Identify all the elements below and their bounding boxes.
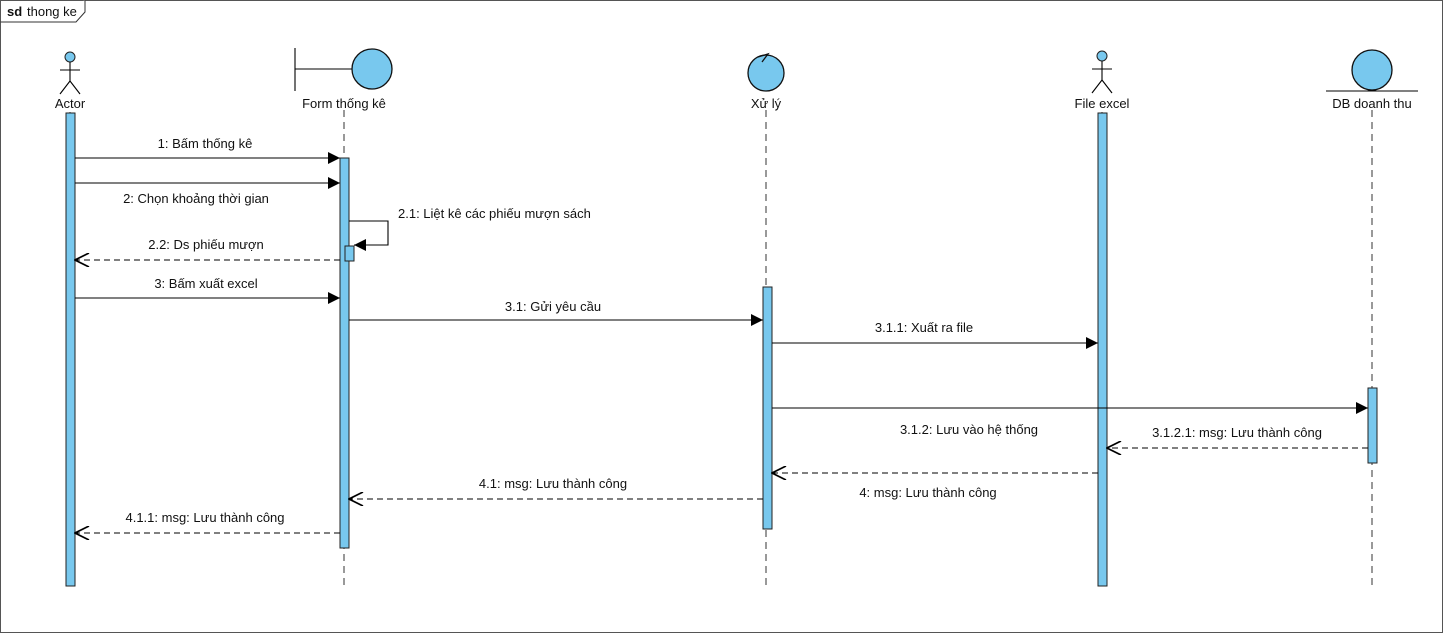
activation-xuly <box>762 286 773 530</box>
message-label-m21: 2.1: Liệt kê các phiếu mượn sách <box>398 206 591 221</box>
participant-label-xuly: Xử lý <box>751 96 782 111</box>
boundary-icon[interactable] <box>294 48 393 91</box>
message-label-m312: 3.1.2: Lưu vào hệ thống <box>900 422 1038 437</box>
participant-label-actor: Actor <box>55 96 86 111</box>
frame-tab <box>0 0 86 23</box>
actor-icon[interactable] <box>1091 50 1113 94</box>
message-label-m31: 3.1: Gửi yêu cầu <box>505 299 601 314</box>
message-label-m3121: 3.1.2.1: msg: Lưu thành công <box>1152 425 1322 440</box>
frame-keyword: sd <box>7 4 22 19</box>
message-label-m311: 3.1.1: Xuất ra file <box>875 320 973 335</box>
message-arrow-m21[interactable] <box>349 220 389 251</box>
activation-actor <box>65 112 76 587</box>
actor-icon[interactable] <box>59 51 81 95</box>
control-icon[interactable] <box>747 52 785 92</box>
activation-form <box>339 157 350 549</box>
activation-form-nested <box>344 245 355 262</box>
activation-file <box>1097 112 1108 587</box>
message-label-m4: 4: msg: Lưu thành công <box>859 485 996 500</box>
message-label-m3: 3: Bấm xuất excel <box>154 276 257 291</box>
message-label-m1: 1: Bấm thống kê <box>158 136 253 151</box>
frame-name: thong ke <box>27 4 77 19</box>
message-label-m2: 2: Chọn khoảng thời gian <box>123 191 269 206</box>
message-label-m22: 2.2: Ds phiếu mượn <box>148 237 264 252</box>
participant-label-form: Form thống kê <box>302 96 386 111</box>
message-label-m411: 4.1.1: msg: Lưu thành công <box>125 510 284 525</box>
entity-icon[interactable] <box>1326 49 1418 92</box>
participant-label-file: File excel <box>1075 96 1130 111</box>
activation-db <box>1367 387 1378 464</box>
participant-label-db: DB doanh thu <box>1332 96 1412 111</box>
message-label-m41: 4.1: msg: Lưu thành công <box>479 476 627 491</box>
